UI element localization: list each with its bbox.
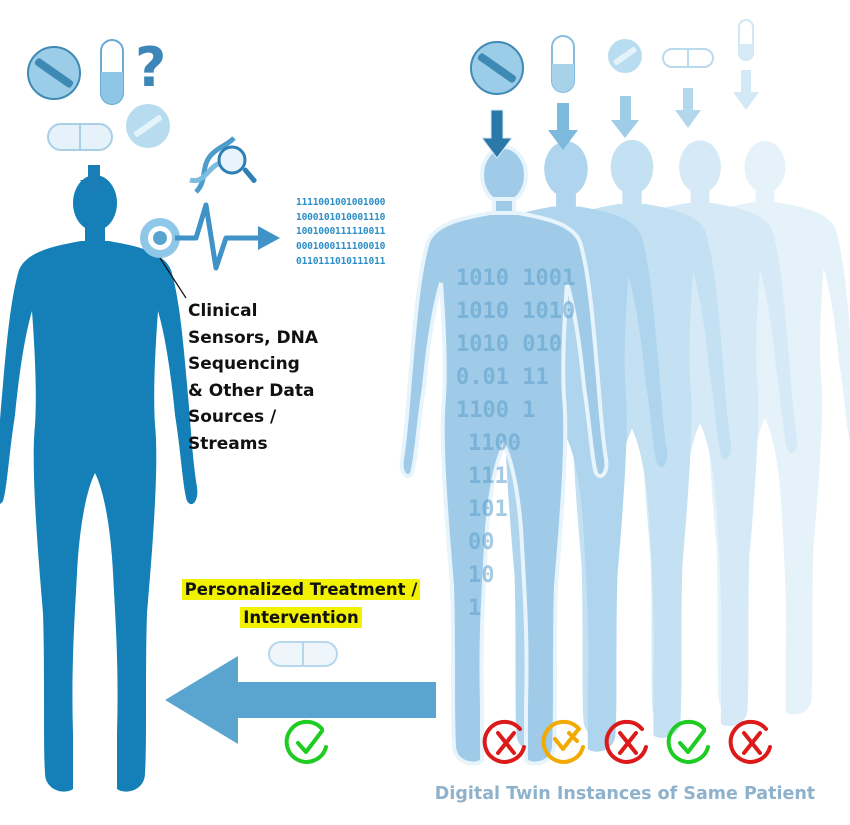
twin-1-down-arrow-icon — [481, 109, 513, 159]
data-sources-line: Sources / — [188, 407, 277, 427]
question-mark-icon: ? — [135, 36, 166, 99]
check-icon — [284, 719, 328, 764]
partial-icon — [541, 719, 585, 764]
capsule-horizontal-icon — [47, 123, 113, 151]
return-arrow-icon — [165, 656, 436, 744]
body-binary-line: 111 — [468, 464, 508, 489]
data-sources-line: Streams — [188, 433, 268, 454]
twin-tablet-icon — [608, 39, 642, 73]
data-sources-label: Clinical Sensors, DNA Sequencing & Other… — [188, 298, 368, 457]
medication-icons-left: ? — [27, 36, 170, 196]
data-sources-line: Sequencing — [188, 354, 300, 374]
data-sources-line: Clinical — [188, 301, 258, 321]
body-binary-line: 1010 010 — [456, 332, 562, 357]
twin-5-down-arrow-icon — [733, 70, 759, 110]
cross-icon — [482, 719, 526, 764]
binary-line: 0001000111100010 — [296, 241, 386, 253]
twin-capsule-horizontal-icon — [662, 48, 714, 68]
binary-data-stream: 1111001001001000 1000101010001110 10010001… — [296, 196, 426, 270]
body-binary-line: 1010 1010 — [456, 299, 575, 324]
treatment-capsule-icon — [268, 641, 338, 667]
binary-line: 1001000111110011 — [296, 226, 386, 238]
tablet-icon — [126, 104, 170, 148]
body-binary-line: 00 — [468, 530, 495, 555]
twin-4-down-arrow-icon — [675, 88, 701, 128]
twin-round-pill-icon — [470, 41, 524, 95]
twin-medication-icons — [470, 19, 759, 159]
check-icon — [666, 719, 710, 764]
body-binary-line: 0.01 11 — [456, 365, 549, 390]
twin-small-capsule-icon — [738, 19, 754, 61]
data-sources-line: & Other Data — [188, 380, 315, 401]
body-binary-line: 1010 1001 — [456, 266, 575, 291]
binary-line: 1000101010001110 — [296, 211, 386, 223]
twin-3-down-arrow-icon — [611, 96, 639, 138]
body-binary-line: 1 — [468, 596, 481, 621]
body-binary-line: 101 — [468, 497, 508, 522]
body-binary-line: 10 — [468, 563, 495, 588]
down-arrow-icon — [80, 165, 108, 196]
sensor-pulse-icon — [140, 202, 280, 299]
twin-caption: Digital Twin Instances of Same Patient — [434, 784, 816, 804]
cross-icon — [604, 719, 648, 764]
outcome-marks — [284, 719, 772, 764]
body-binary-line: 1100 — [468, 431, 521, 456]
round-pill-icon — [27, 46, 81, 100]
data-sources-line: Sensors, DNA — [188, 327, 319, 348]
twin-capsule-icon — [551, 35, 575, 93]
dna-search-icon — [189, 136, 257, 194]
treatment-label: Personalized Treatment / Intervention — [168, 576, 434, 632]
binary-line: 1111001001001000 — [296, 197, 386, 208]
body-binary-line: 1100 1 — [456, 398, 535, 423]
treatment-line-1: Personalized Treatment / — [181, 579, 421, 600]
twin-2-down-arrow-icon — [548, 103, 578, 150]
treatment-line-2: Intervention — [240, 607, 362, 628]
cross-icon — [728, 719, 772, 764]
capsule-icon — [100, 39, 124, 105]
binary-line: 0110111010111011 — [296, 255, 386, 267]
